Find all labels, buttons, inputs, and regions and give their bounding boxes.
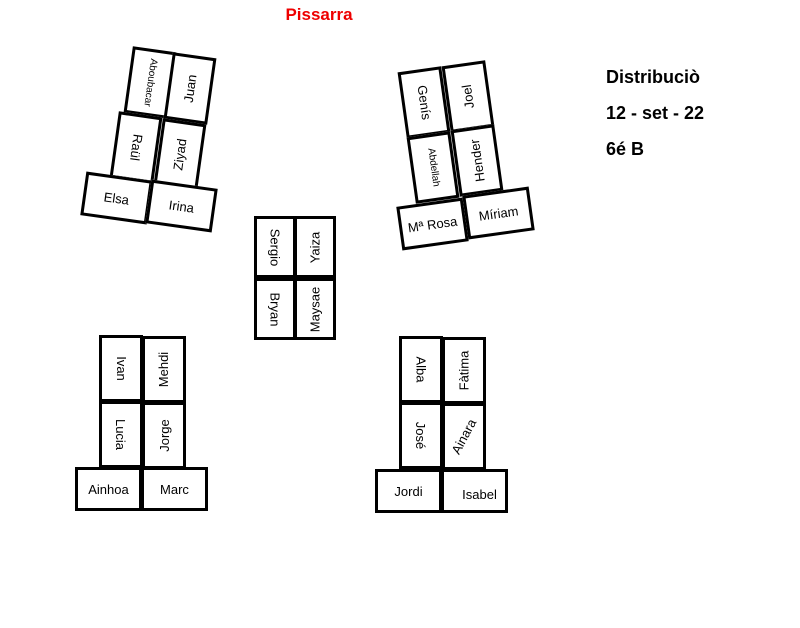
desk[interactable]: Ziyad [153, 118, 207, 191]
student-name: Alba [413, 356, 429, 383]
whiteboard-label: Pissarra [285, 5, 353, 24]
desk[interactable]: Bryan [254, 278, 296, 340]
student-name: Hender [466, 138, 488, 183]
student-name: Ivan [113, 356, 129, 381]
desk[interactable]: Irina [145, 179, 218, 233]
student-name: Irina [167, 196, 196, 216]
desk[interactable]: Mehdi [142, 336, 186, 403]
desk[interactable]: Jordi [375, 469, 442, 513]
desk[interactable]: Lucia [99, 401, 143, 468]
student-name: Lucia [113, 418, 129, 451]
student-name: Marc [160, 481, 189, 497]
desk[interactable]: Joel [441, 60, 495, 133]
desk[interactable]: Maysae [294, 278, 336, 340]
class-name: 6é B [606, 139, 645, 159]
desk[interactable]: Hender [450, 124, 504, 197]
desk[interactable]: Sergio [254, 216, 296, 278]
desk[interactable]: Alba [399, 336, 443, 403]
plan-date: 12 - set - 22 [606, 103, 705, 123]
student-name: Sergio [267, 228, 283, 266]
student-name: Fàtima [456, 350, 472, 391]
student-name: Mehdi [156, 351, 172, 388]
student-name: José [413, 421, 429, 450]
student-name: Jordi [394, 483, 423, 499]
student-name: Maysae [307, 286, 323, 332]
student-name: Aboubacar [141, 57, 159, 108]
student-name: Juan [180, 73, 200, 104]
student-name: Raül [126, 133, 146, 162]
desk[interactable]: Jorge [142, 402, 186, 469]
desk[interactable]: Elsa [80, 171, 153, 225]
student-name: Joel [458, 83, 478, 110]
student-name: Jorge [156, 419, 172, 452]
desk[interactable]: Míriam [462, 186, 535, 240]
desk[interactable]: Isabel [441, 469, 508, 513]
desk[interactable]: Ainhoa [75, 467, 142, 511]
desk[interactable]: Juan [163, 52, 217, 125]
student-name: Ziyad [170, 137, 190, 172]
desk[interactable]: Ainara [442, 403, 486, 470]
desk[interactable]: Yaiza [294, 216, 336, 278]
student-name: Míriam [477, 202, 520, 224]
desk[interactable]: Fàtima [442, 337, 486, 404]
desk[interactable]: José [399, 402, 443, 469]
student-name: Bryan [267, 292, 283, 326]
student-name: Ainhoa [88, 481, 129, 497]
desk[interactable]: Ivan [99, 335, 143, 402]
student-name: Elsa [102, 188, 131, 208]
student-name: Genís [414, 84, 434, 121]
desk[interactable]: Marc [141, 467, 208, 511]
plan-title: Distribuciò [606, 67, 701, 87]
student-name: Isabel [462, 486, 497, 502]
student-name: Abdellah [424, 147, 442, 188]
student-name: Ainara [448, 416, 480, 457]
student-name: Yaiza [307, 231, 323, 263]
student-name: Mª Rosa [406, 213, 459, 235]
desk[interactable]: Mª Rosa [396, 197, 469, 251]
